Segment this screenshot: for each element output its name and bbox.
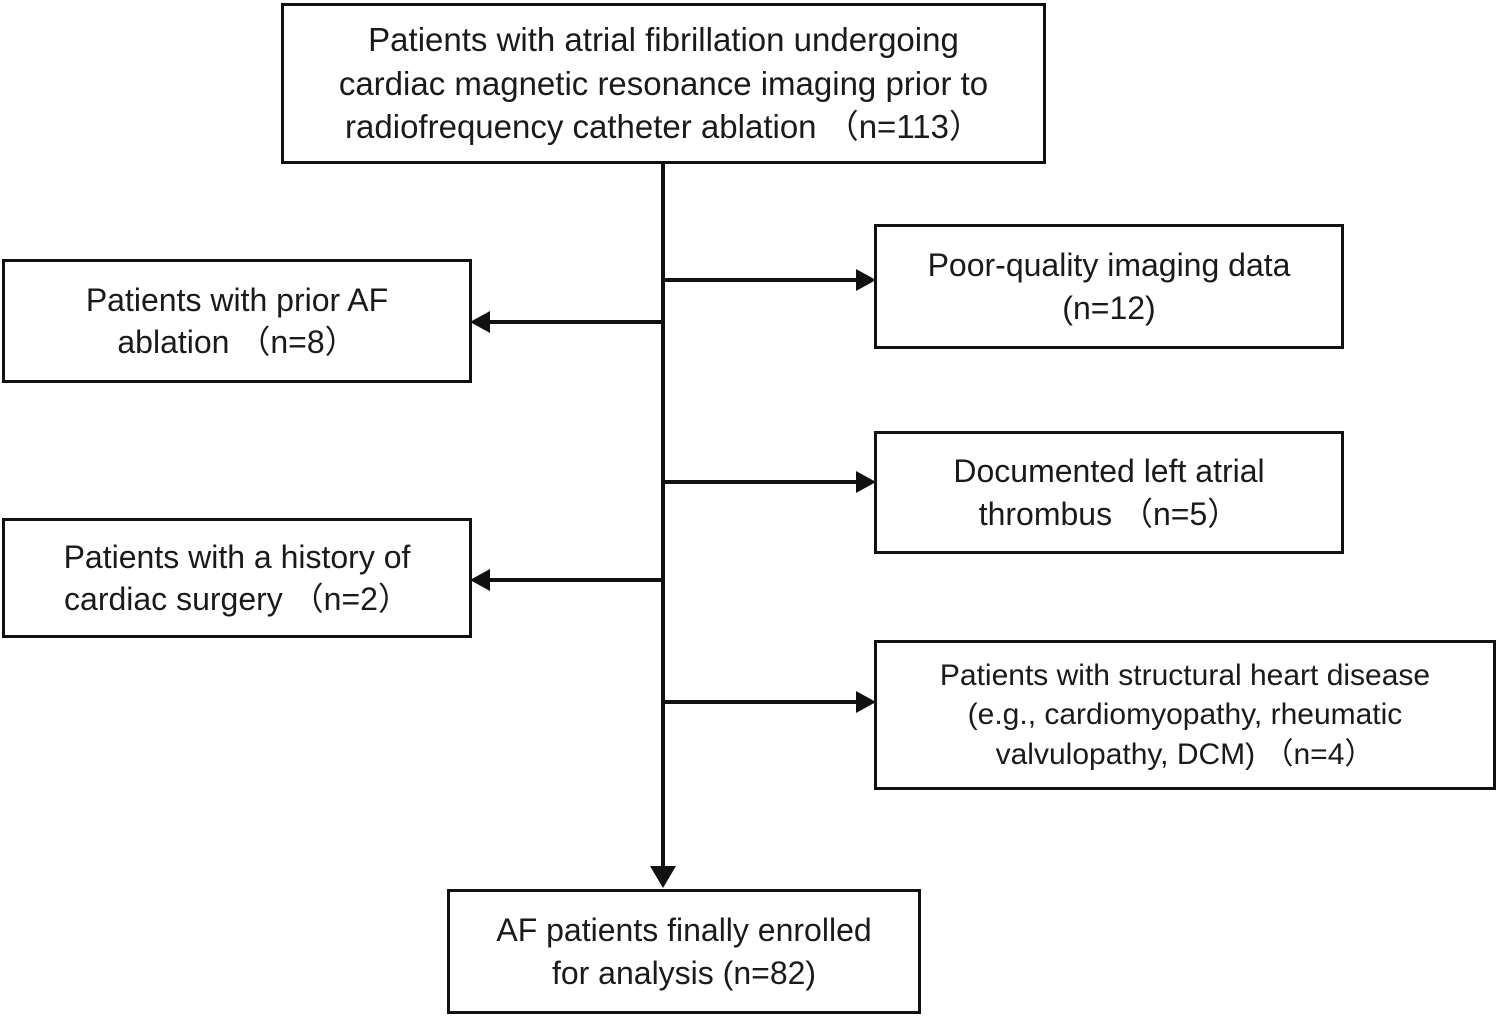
arrowhead-to-cardiac-surgery — [470, 569, 490, 591]
node-poor-quality-imaging[interactable]: Poor-quality imaging data (n=12) — [874, 224, 1344, 349]
arrowhead-to-prior-ablation — [470, 311, 490, 333]
spine-vertical-line — [661, 163, 665, 868]
connector-to-prior-ablation — [489, 320, 665, 324]
node-left-atrial-thrombus[interactable]: Documented left atrial thrombus （n=5） — [874, 431, 1344, 554]
arrowhead-to-structural-disease — [856, 691, 876, 713]
connector-to-la-thrombus — [663, 480, 858, 484]
arrowhead-to-poor-quality — [856, 269, 876, 291]
node-structural-heart-disease[interactable]: Patients with structural heart disease (… — [874, 640, 1496, 790]
arrowhead-to-final-enrolled — [650, 866, 676, 888]
node-prior-af-ablation[interactable]: Patients with prior AF ablation （n=8） — [2, 259, 472, 383]
connector-to-cardiac-surgery — [489, 578, 665, 582]
connector-to-structural-disease — [663, 700, 858, 704]
connector-to-poor-quality — [663, 278, 858, 282]
node-prior-cardiac-surgery[interactable]: Patients with a history of cardiac surge… — [2, 518, 472, 638]
node-final-enrolled[interactable]: AF patients finally enrolled for analysi… — [447, 889, 921, 1014]
node-source-cohort[interactable]: Patients with atrial fibrillation underg… — [281, 3, 1046, 164]
arrowhead-to-la-thrombus — [856, 471, 876, 493]
